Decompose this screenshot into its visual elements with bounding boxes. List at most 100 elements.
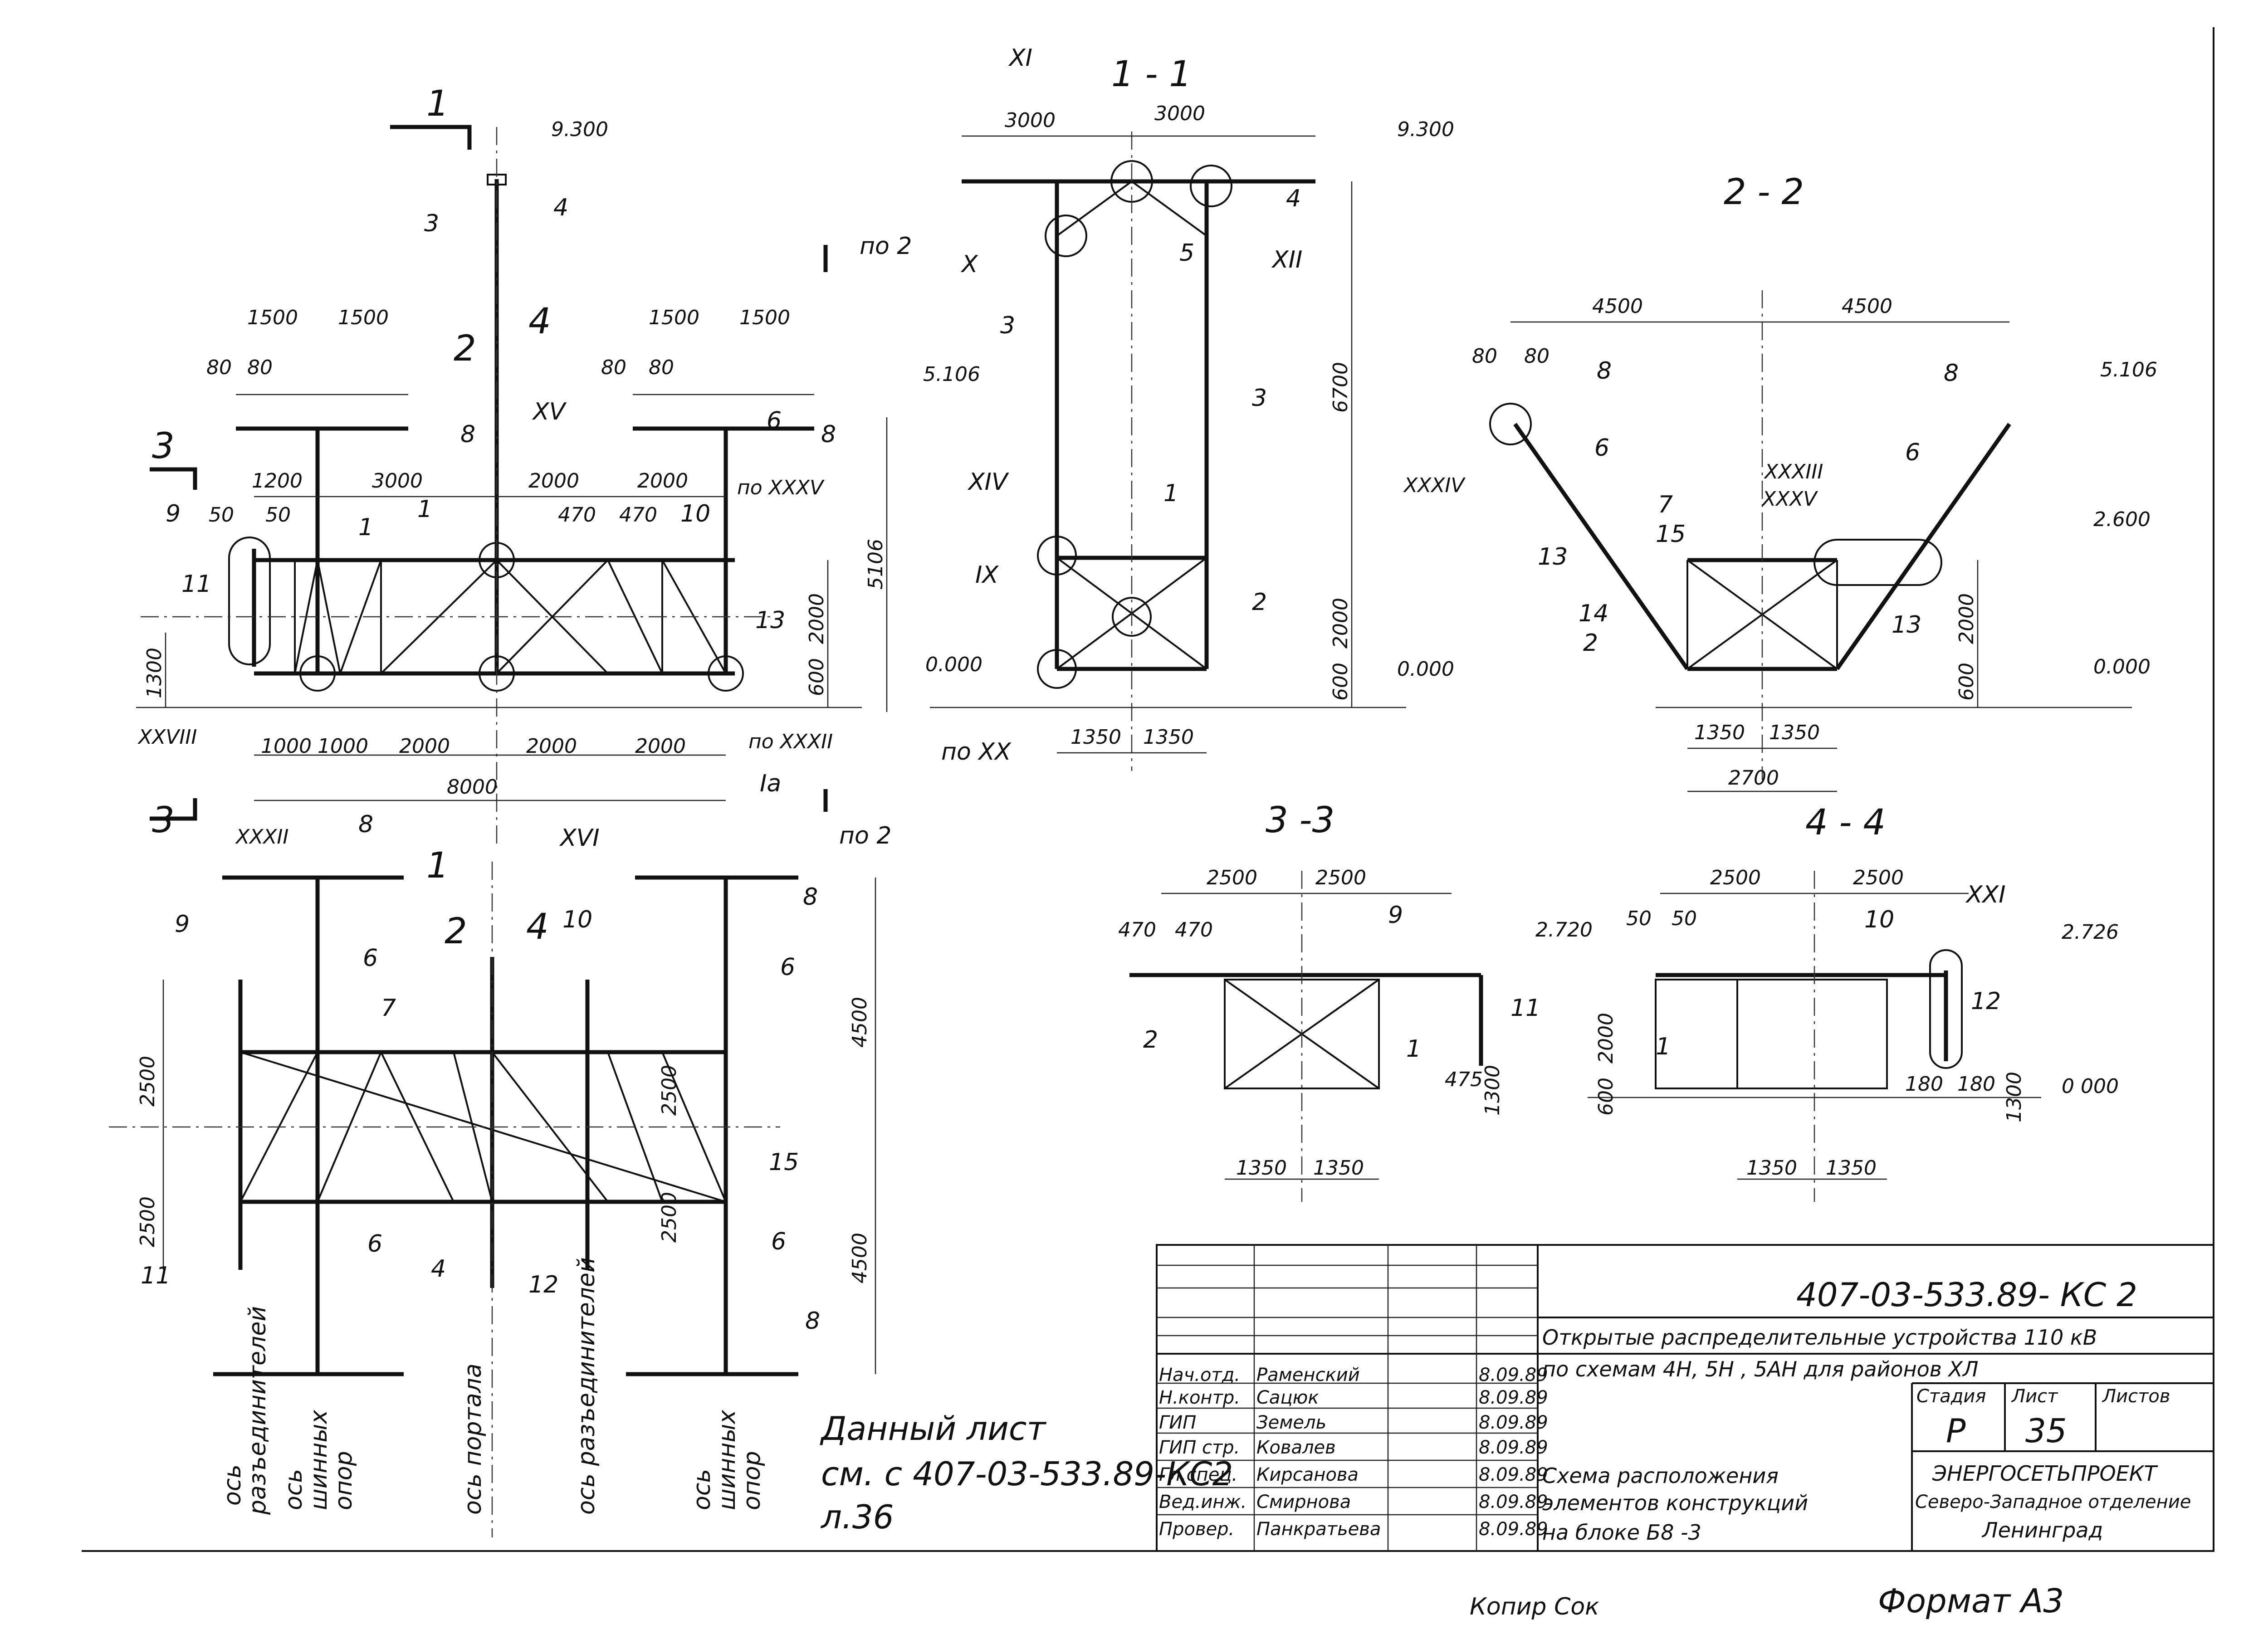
signer-name: Земель [1256, 1412, 1326, 1433]
dim-1350: 1350 [1746, 1156, 1797, 1180]
item-11: 11 [1510, 995, 1540, 1022]
item-6: 6 [771, 1228, 786, 1255]
dim-50: 50 [209, 503, 234, 527]
dim-1500: 1500 [649, 306, 699, 329]
dim-1350: 1350 [1070, 726, 1121, 749]
node-xiv: XIV [967, 468, 1009, 496]
organization: Северо-Западное отделение [1915, 1492, 2191, 1512]
item-4: 4 [553, 194, 568, 221]
item-8: 8 [821, 421, 836, 448]
sheet-frame [82, 27, 2214, 1552]
dim-2000: 2000 [1594, 1013, 1618, 1063]
organization: ЭНЕРГОСЕТЬПРОЕКТ [1932, 1461, 2158, 1486]
dim-2500: 2500 [136, 1056, 159, 1107]
item-5: 5 [1179, 239, 1194, 267]
dim-1200: 1200 [252, 469, 303, 493]
item-3: 3 [1252, 385, 1267, 412]
dim-2500: 2500 [658, 1192, 681, 1243]
note-line: Данный лист [820, 1410, 1046, 1448]
sign-date: 8.09.89 [1479, 1365, 1548, 1385]
item-10: 10 [680, 500, 710, 527]
role-label: ГИП [1159, 1412, 1196, 1433]
dim-3000: 3000 [1154, 102, 1205, 125]
dim-2000: 2000 [1955, 593, 1978, 644]
item-13: 13 [755, 607, 785, 634]
cut-1: 1 [426, 845, 449, 886]
role-label: ГИП стр. [1159, 1437, 1240, 1458]
sheet-header: Лист [2011, 1386, 2058, 1407]
dim-3000: 3000 [1005, 109, 1056, 132]
elev-5106: 5.106 [923, 363, 980, 386]
dim-1300: 1300 [143, 648, 166, 698]
item-8: 8 [358, 811, 373, 838]
cut-1: 1 [426, 83, 449, 124]
item-8: 8 [1597, 357, 1612, 385]
cut-ref-2: по 2 [839, 822, 891, 849]
dim-2000: 2000 [637, 469, 688, 493]
item-2: 2 [1583, 629, 1598, 657]
section-1-1 [930, 132, 1406, 771]
signer-name: Ковалев [1256, 1437, 1336, 1458]
section-1-1-labels: 1 - 1 9.300 0.000 3000 3000 6700 2000 60… [941, 44, 1454, 766]
dim-3000: 3000 [372, 469, 423, 493]
role-label: Гл.спец. [1159, 1464, 1237, 1485]
ref-xx: по XX [941, 738, 1012, 766]
section-2-2-labels: 2 - 2 4500 4500 80 80 5.106 2.600 0.000 … [1403, 172, 2157, 790]
footer: Копир Сок Формат А3 [1470, 1582, 2064, 1620]
section-title-3-3: 3 -3 [1266, 800, 1334, 841]
item-6: 6 [1594, 434, 1609, 462]
section-4-4 [1588, 871, 2041, 1202]
dim-80: 80 [1524, 345, 1549, 368]
dim-4500: 4500 [1592, 295, 1643, 318]
item-9: 9 [166, 500, 181, 527]
organization: Ленинград [1981, 1518, 2103, 1542]
node-xvi: XVI [559, 824, 600, 852]
ref-ia: Iа [760, 770, 781, 797]
node-xxviii: XXVIII [137, 726, 197, 749]
cut-4: 4 [526, 907, 549, 947]
item-6: 6 [363, 945, 378, 972]
node-xxxiv: XXXIV [1403, 474, 1466, 497]
item-10: 10 [562, 906, 592, 933]
item-4: 4 [431, 1255, 446, 1283]
elev-2600: 2.600 [2093, 508, 2151, 531]
dim-2700: 2700 [1728, 766, 1779, 790]
dim-1300: 1300 [2003, 1072, 2026, 1122]
dim-80: 80 [206, 356, 232, 379]
node-x: X [960, 251, 978, 278]
node-xxxii: XXXII [235, 825, 288, 849]
dim-1500: 1500 [739, 306, 790, 329]
item-8: 8 [460, 421, 475, 448]
item-4: 4 [1286, 185, 1301, 212]
section-title-4-4: 4 - 4 [1805, 802, 1886, 843]
item-12: 12 [1971, 988, 2001, 1015]
signer-name: Сацюк [1256, 1387, 1319, 1408]
cut-2: 2 [454, 328, 476, 369]
project-title: по схемам 4Н, 5Н , 5АН для районов ХЛ [1542, 1357, 1979, 1381]
node-xxi: XXI [1965, 881, 2006, 908]
item-7: 7 [1658, 491, 1673, 518]
dim-2500: 2500 [1315, 866, 1366, 889]
elev-9300: 9.300 [1397, 118, 1454, 141]
elev-2720: 2.720 [1535, 918, 1593, 941]
sheet-name: Схема расположения [1542, 1463, 1779, 1488]
elev-0000: 0.000 [2093, 655, 2151, 678]
node-xii: XII [1271, 246, 1302, 273]
dim-1350: 1350 [1143, 726, 1194, 749]
item-1: 1 [1656, 1033, 1671, 1060]
node-xxxiii: XXXIII [1764, 460, 1823, 483]
section-4-4-labels: 4 - 4 2500 2500 50 50 2.726 0 000 2000 6… [1594, 802, 2119, 1180]
item-2: 2 [1252, 589, 1267, 616]
sign-date: 8.09.89 [1479, 1492, 1548, 1512]
item-8: 8 [805, 1307, 820, 1335]
ref-xxxii: по XXXII [748, 730, 833, 753]
cut-ref-2: по 2 [860, 233, 912, 260]
axis-label: ось разъединителей [573, 1257, 600, 1515]
dim-2000: 2000 [1329, 598, 1352, 649]
dim-470: 470 [1118, 918, 1156, 941]
dim-2000: 2000 [528, 469, 579, 493]
sign-date: 8.09.89 [1479, 1519, 1548, 1540]
view-front-labels: 9.300 5.106 0.000 1500 1500 1500 1500 80… [137, 83, 982, 852]
dim-1350: 1350 [1313, 1156, 1364, 1180]
dim-50: 50 [265, 503, 291, 527]
